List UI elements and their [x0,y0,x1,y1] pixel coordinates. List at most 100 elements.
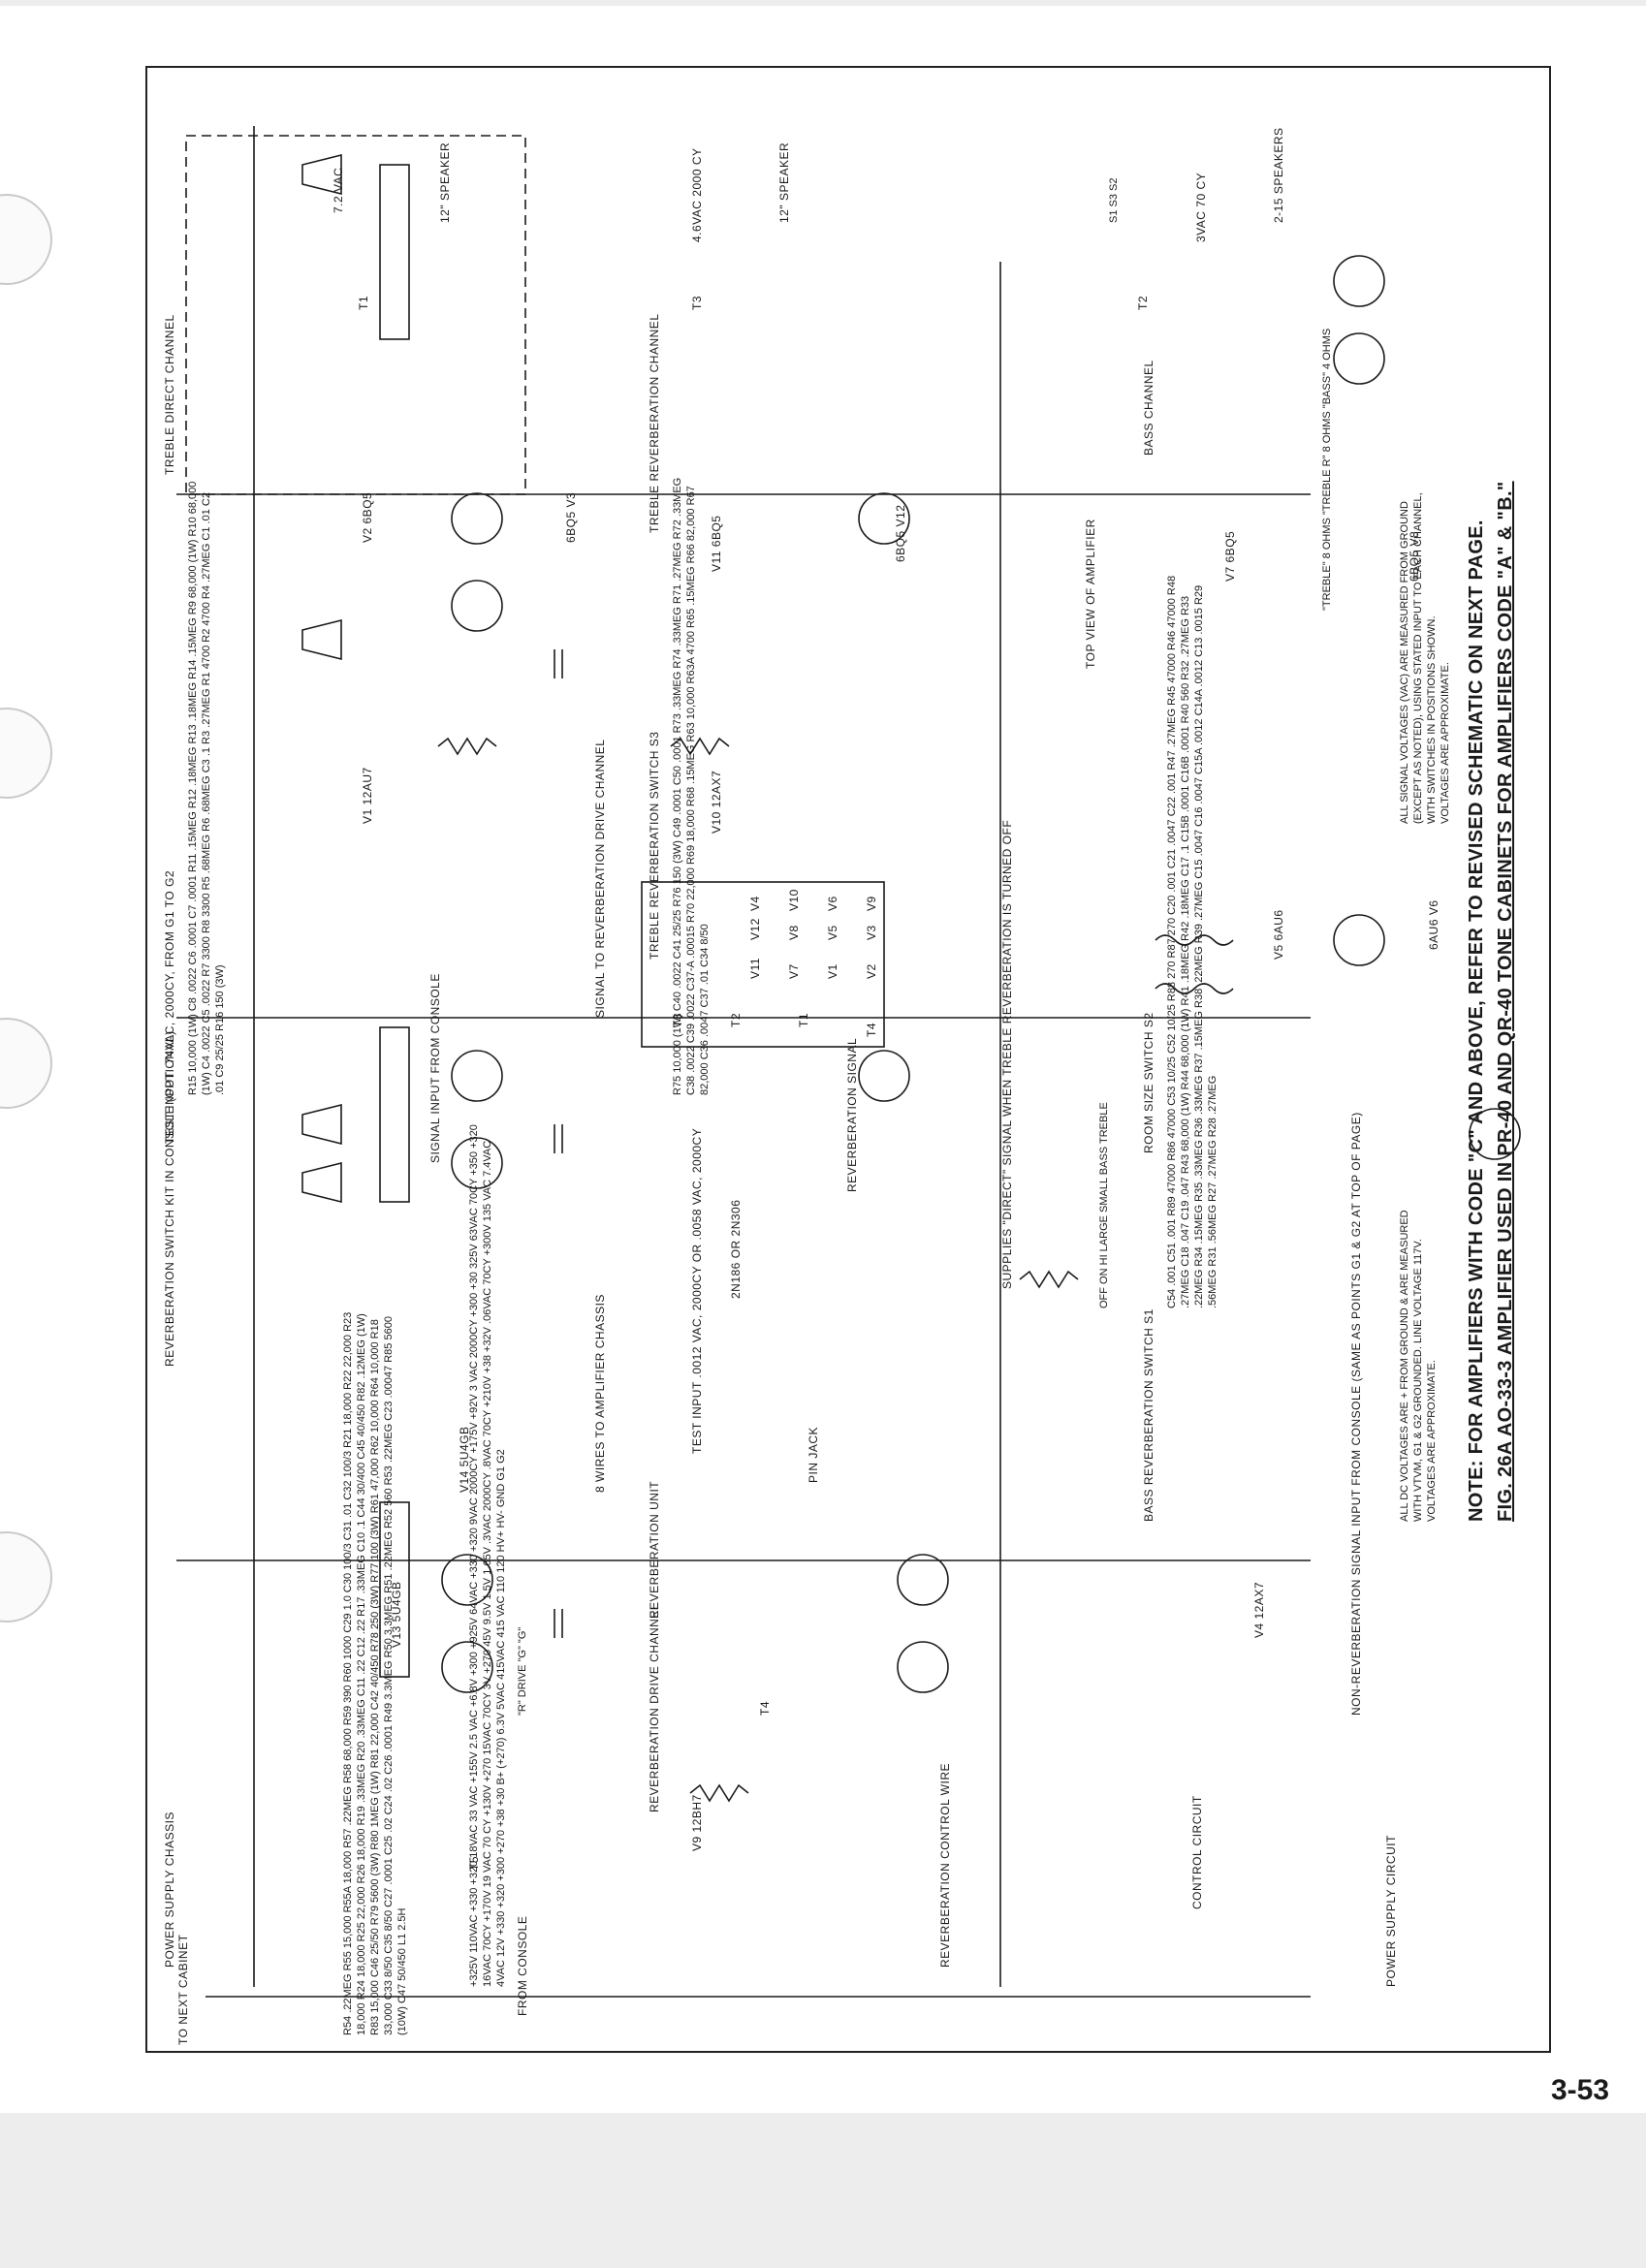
component-value: R60 1000 [342,1635,354,1683]
component-value: R68 .15MEG [685,744,697,807]
top-view-cell: V4 [748,896,762,911]
component-value: 12V [495,1937,507,1958]
component-value: C18 .047 [1180,1222,1191,1267]
tube-V1 [858,492,910,545]
component-value: R17 .33MEG [356,1555,367,1617]
component-value: C40 .0022 [672,961,683,1012]
component-value: R73 .33MEG [672,671,683,734]
reverb-coil [1155,934,1234,946]
speaker-bass-voltage: 3VAC 70 CY [1194,172,1208,242]
component-value: 6.3V [495,1712,507,1735]
component-value: 415VAC [495,1640,507,1680]
note-line: WITH VTVM, G1 & G2 GROUNDED. LINE VOLTAG… [1412,1239,1424,1522]
note-line: ALL DC VOLTAGES ARE + FROM GROUND & ARE … [1399,1210,1410,1522]
component-value: R52 560 [383,1488,395,1529]
component-value: R61 47,000 [369,1458,381,1514]
component-value: HV- [495,1510,507,1528]
speaker-treble-reverb [301,618,342,661]
component-value: R37 .15MEG [1193,1011,1205,1073]
section-reverb-control-wire: REVERBERATION CONTROL WIRE [938,1762,952,1968]
component-value: +320 [468,1528,480,1552]
component-value: R78 250 (3W) [369,1585,381,1653]
section-control-circuit: CONTROL CIRCUIT [1190,1795,1204,1909]
binder-hole [0,1531,52,1622]
component-value: C54 .001 [1166,1265,1178,1308]
top-view-cell: V2 [865,963,878,979]
component-value: .8VAC 70CY [482,1409,493,1470]
top-view-cell: T4 [865,1022,878,1037]
component-value: HI [1098,1254,1110,1266]
component-value: R5 .68MEG [201,834,212,891]
component-value: R11 .15MEG [187,811,199,873]
component-value: R34 .15MEG [1193,1204,1205,1267]
component-value: 3 VAC 2000CY [468,1319,480,1392]
component-value: HV+ [495,1530,507,1553]
component-value: "G" [517,1646,528,1662]
component-value: R2 4700 [201,602,212,643]
transformer-T3 [379,1026,410,1203]
label-signal-to-reverb: SIGNAL TO REVERBERATION DRIVE CHANNEL [593,739,607,1018]
speaker-bass-1 [301,1103,342,1146]
component-value: 18VAC [468,1824,480,1858]
top-view-cell: V9 [865,896,878,911]
resistor-symbol [689,1783,749,1803]
component-value: +330 [468,1887,480,1912]
tube-V9 [1333,914,1385,966]
component-value: 1.65V [482,1547,493,1575]
component-value: C41 25/25 [672,909,683,960]
component-value: R47 .27MEG [1166,708,1178,771]
label-room-size-switch: ROOM SIZE SWITCH S2 [1142,1012,1155,1153]
component-value: C31 .01 [342,1502,354,1541]
tube-V11 [451,1050,503,1102]
component-value: LARGE [1098,1215,1110,1252]
components-treble-reverb: R75 10,000 (1W) C40 .0022 C41 25/25 R76 … [671,475,712,1095]
tube-V10 [858,1050,910,1102]
transformer-label-T4: T4 [758,1700,772,1716]
resistor-symbol [437,737,497,756]
component-value: +325V [468,1955,480,1987]
component-value: +30 [468,1272,480,1290]
label-bass-reverb-switch: BASS REVERBERATION SWITCH S1 [1142,1308,1155,1522]
tube-V12 [451,1137,503,1189]
component-value: R43 68,000 (1W) [1180,1092,1191,1175]
component-value: 120 [495,1555,507,1573]
component-value: S2 [1108,177,1120,191]
tube-V8 [441,1641,493,1693]
component-value: +175V [468,1422,480,1454]
component-value: 415 VAC [495,1595,507,1638]
component-value: C26 .0001 [383,1725,395,1775]
component-value: ON [1098,1268,1110,1284]
component-value: C42 40/450 [369,1654,381,1711]
component-value: R51 .22MEG [383,1531,395,1593]
component-value: C8 .0022 [187,967,199,1012]
binder-hole [0,1018,52,1109]
label-test-input-2: TEST INPUT .0012 VAC, 2000CY OR .0058 VA… [690,1127,704,1454]
component-value: R80 1MEG (1W) [369,1771,381,1850]
component-value: +6.8V [468,1678,480,1708]
tube-V13 [1333,332,1385,385]
component-value: C10 .1 [356,1520,367,1553]
resistor-symbol [1019,1270,1079,1289]
component-value: C12 .22 [356,1619,367,1657]
component-value: +350 [468,1150,480,1176]
component-value: S3 [1108,194,1120,207]
component-value: R88 270 [1166,961,1178,1002]
component-value: R9 68,000 (1W) [187,539,199,615]
component-value: R8 3300 [201,893,212,934]
component-value: R12 .18MEG [187,746,199,809]
component-value: 9.5V [482,1602,493,1625]
component-value: R58 68,000 [342,1728,354,1784]
component-value: +925V [468,1617,480,1650]
component-value: 16VAC 70CY [482,1924,493,1987]
component-value: +130V [482,1784,493,1816]
component-value: C21 .0047 [1166,819,1178,869]
top-view-outline [641,881,885,1048]
section-bass: BASS CHANNEL [1142,360,1155,456]
tube-label-V7: V7 6BQ5 [1223,530,1237,582]
component-value: R81 22,000 [369,1713,381,1769]
component-value: 63VAC 70CY [468,1178,480,1242]
component-value: R53 .22MEG [383,1423,395,1486]
component-value: G1 [495,1465,507,1481]
transformer-label-T2: T2 [1136,295,1150,310]
component-value: 7.4VAC [482,1140,493,1177]
